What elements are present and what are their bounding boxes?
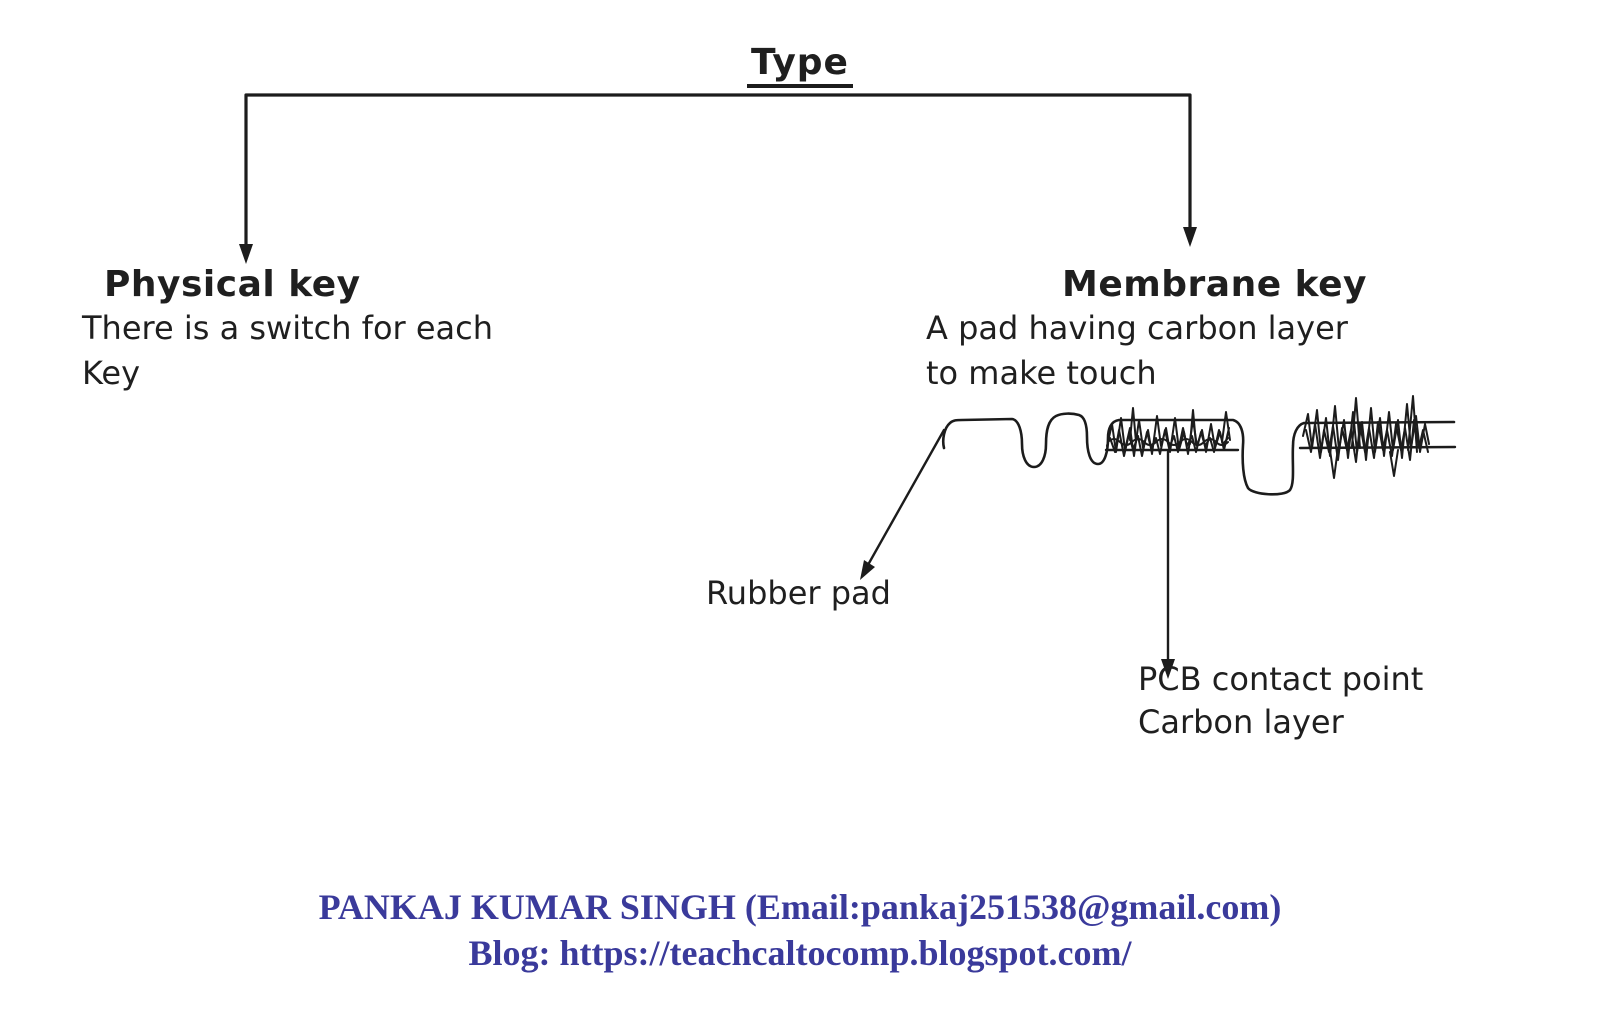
diagram-title: Type [747,42,853,88]
physical-key-description: There is a switch for each Key [82,309,494,392]
footer: PANKAJ KUMAR SINGH (Email:pankaj251538@g… [0,884,1600,976]
pcb-arrow [1161,450,1175,679]
carbon-scribble-left [1106,407,1231,457]
rubber-pad-arrow [860,428,946,580]
tree-connector [239,93,1197,264]
membrane-key-heading: Membrane key [1062,264,1368,305]
rubber-pad-label: Rubber pad [706,574,891,612]
arrow-down-left-icon [239,244,253,264]
footer-blog-line: Blog: https://teachcaltocomp.blogspot.co… [468,933,1132,973]
footer-author-line: PANKAJ KUMAR SINGH (Email:pankaj251538@g… [318,887,1282,927]
pcb-contact-label: PCB contact point Carbon layer [1138,660,1424,741]
diagram-title-row: Type [0,42,1600,88]
arrow-down-right-icon [1183,227,1197,247]
physical-key-heading: Physical key [104,264,361,305]
membrane-key-description: A pad having carbon layer to make touch [926,309,1348,392]
carbon-scribble-right [1302,395,1430,479]
membrane-cross-section [860,395,1457,679]
